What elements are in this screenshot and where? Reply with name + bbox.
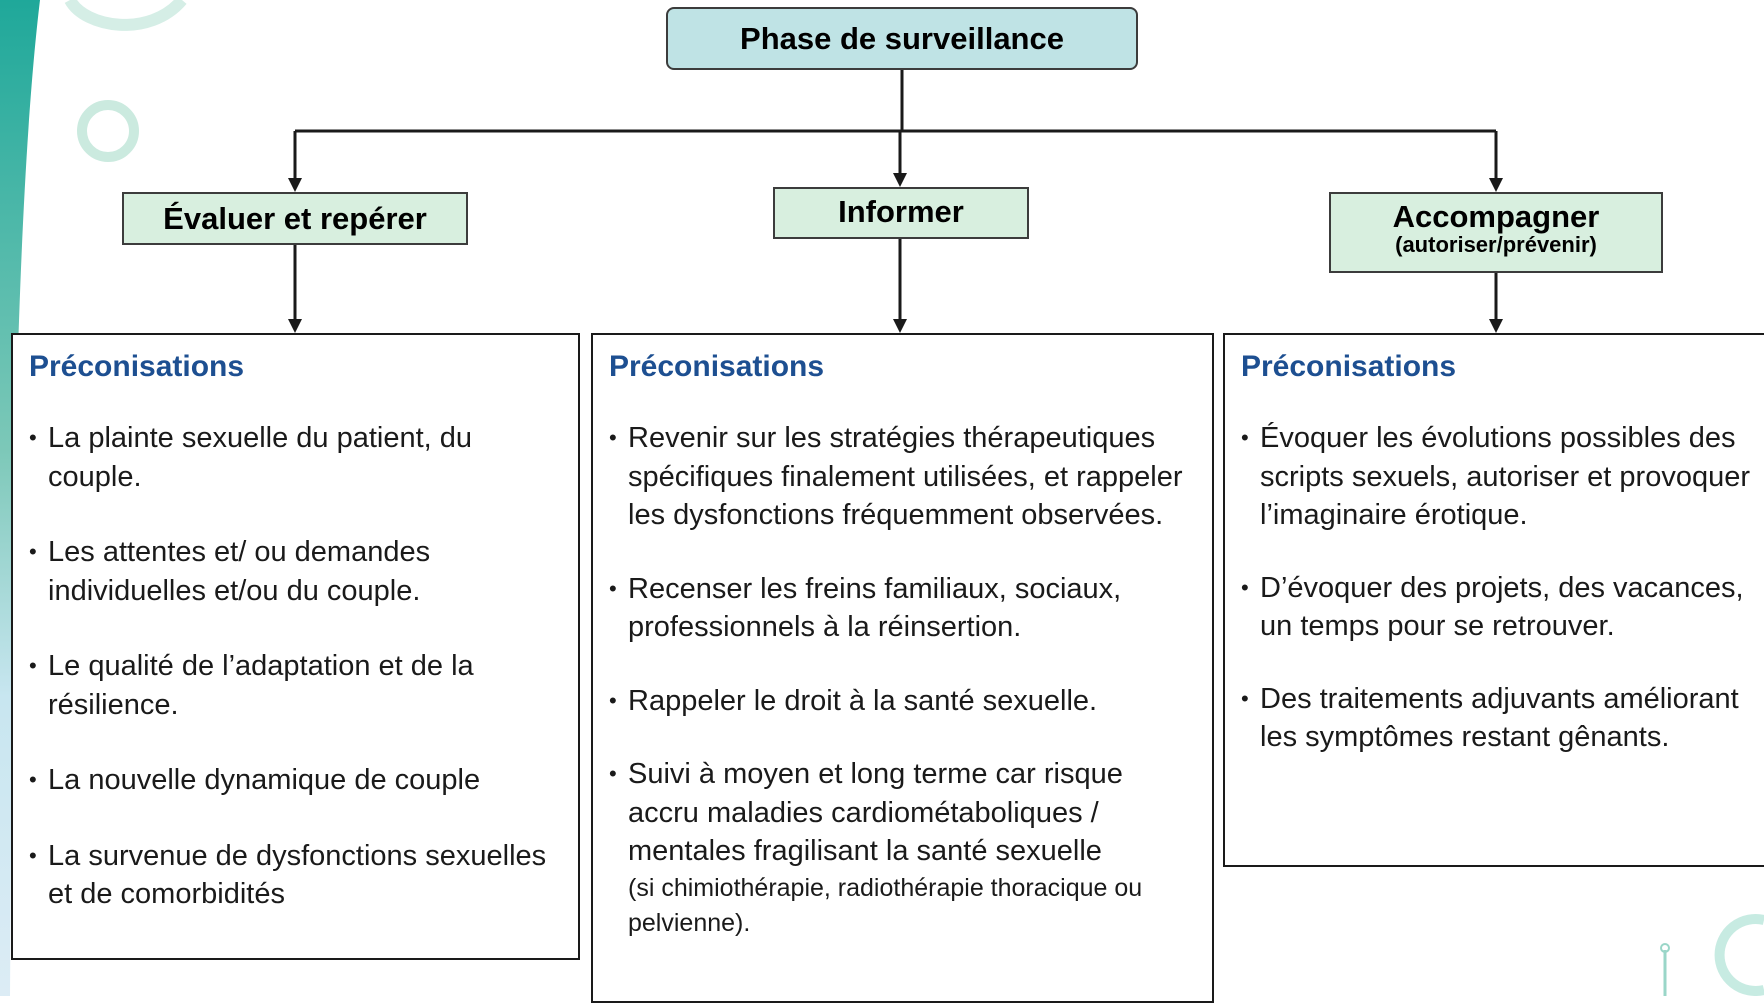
root-node-label: Phase de surveillance [740, 21, 1064, 56]
branch-label: Évaluer et repérer [163, 201, 427, 236]
list-item: La plainte sexuelle du patient, du coupl… [29, 419, 562, 496]
recommendations-list: Revenir sur les stratégies thérapeutique… [609, 419, 1196, 941]
bottom-right-dot-decoration [1660, 943, 1670, 953]
panel-title: Préconisations [609, 350, 825, 383]
bottom-right-ring-decoration [1714, 914, 1764, 996]
arrowhead [893, 319, 907, 333]
left-edge-decoration [0, 0, 40, 996]
list-item: D’évoquer des projets, des vacances, un … [1241, 569, 1760, 646]
branch-note: (autoriser/prévenir) [1395, 232, 1597, 257]
list-item: Évoquer les évolutions possibles des scr… [1241, 419, 1760, 535]
panel-title: Préconisations [1241, 350, 1457, 383]
list-item: Les attentes et/ ou demandes individuell… [29, 533, 562, 610]
recommendations-panel-accompagner: Préconisations Évoquer les évolutions po… [1223, 333, 1764, 867]
arrowheads [288, 173, 1503, 333]
list-item: Des traitements adjuvants améliorant les… [1241, 680, 1760, 757]
list-item: Suivi à moyen et long terme car risque a… [609, 755, 1196, 941]
arrowhead [288, 178, 302, 192]
branch-node-evaluer: Évaluer et repérer [122, 192, 468, 245]
recommendations-panel-evaluer: Préconisations La plainte sexuelle du pa… [11, 333, 580, 960]
branch-node-accompagner: Accompagner (autoriser/prévenir) [1329, 192, 1663, 273]
arrowhead [893, 173, 907, 187]
list-item: La survenue de dysfonctions sexuelles et… [29, 837, 562, 914]
recommendations-list: La plainte sexuelle du patient, du coupl… [29, 419, 562, 914]
branch-node-informer: Informer [773, 187, 1029, 239]
arrowhead [1489, 319, 1503, 333]
branch-label: Informer [838, 194, 964, 229]
list-item: Recenser les freins familiaux, sociaux, … [609, 570, 1196, 647]
list-item: Le qualité de l’adaptation et de la rési… [29, 647, 562, 724]
list-item: La nouvelle dynamique de couple [29, 761, 562, 800]
root-node: Phase de surveillance [666, 7, 1138, 70]
recommendations-panel-informer: Préconisations Revenir sur les stratégie… [591, 333, 1214, 1003]
recommendations-list: Évoquer les évolutions possibles des scr… [1241, 419, 1760, 757]
top-left-arc-decoration [64, 0, 187, 31]
arrowhead [1489, 178, 1503, 192]
panel-title: Préconisations [29, 350, 245, 383]
list-item: Revenir sur les stratégies thérapeutique… [609, 419, 1196, 535]
list-item-note: (si chimiothérapie, radiothérapie thorac… [628, 873, 1143, 937]
list-item-text: Suivi à moyen et long terme car risque a… [628, 758, 1123, 867]
arrowhead [288, 319, 302, 333]
connectors [293, 70, 1498, 320]
list-item: Rappeler le droit à la santé sexuelle. [609, 682, 1196, 721]
branch-label: Accompagner [1392, 199, 1600, 234]
ring-decoration [77, 100, 139, 162]
